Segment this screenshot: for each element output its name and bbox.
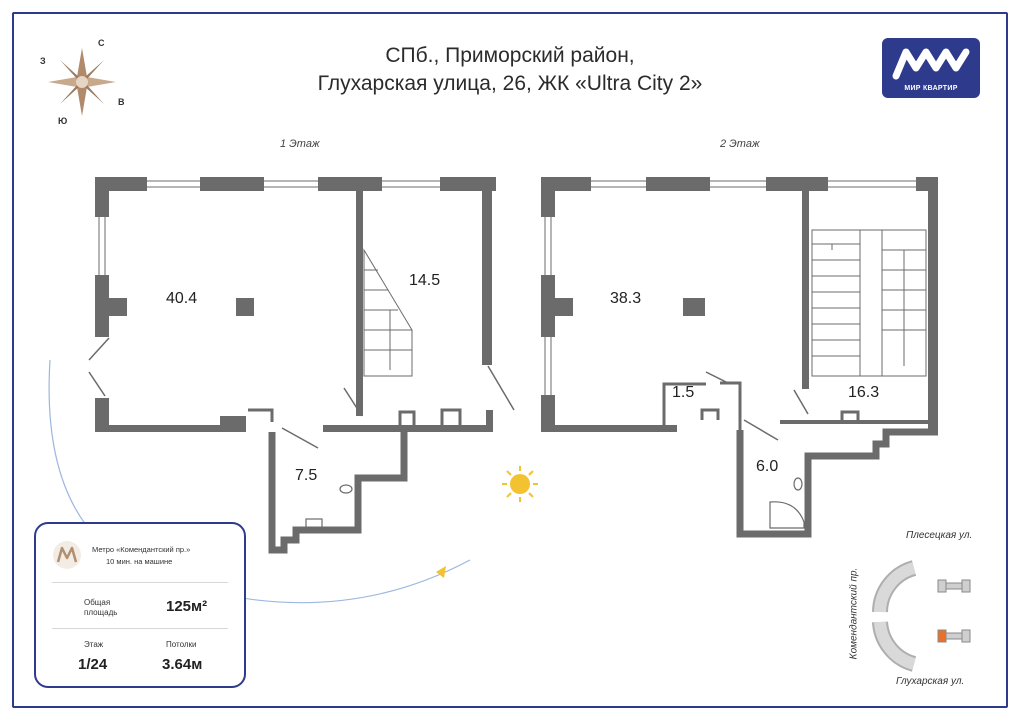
floor-2-plan — [541, 177, 938, 432]
room-area-wc-f2: 1.5 — [672, 384, 695, 401]
floor-1-label: 1 Этаж — [280, 138, 320, 150]
metro-icon — [53, 541, 81, 569]
floor-2-lines — [544, 180, 938, 538]
area-label-line-1: Общая — [84, 598, 111, 607]
building-marker-icon — [937, 629, 947, 643]
floor-1-lines — [88, 180, 515, 554]
divider — [52, 628, 228, 629]
title-line-2: Глухарская улица, 26, ЖК «Ultra City 2» — [317, 72, 703, 95]
room-area-stair-f1: 14.5 — [409, 272, 441, 289]
location-mini-map — [872, 560, 971, 672]
room-area-stair-f2: 16.3 — [848, 384, 880, 401]
area-label: Общая площадь — [84, 598, 117, 618]
ceiling-value: 3.64м — [162, 656, 203, 673]
moon-icon — [39, 328, 56, 362]
compass-rose-icon — [48, 48, 116, 116]
street-top: Плесецкая ул. — [906, 530, 973, 541]
room-area-living-f1: 40.4 — [166, 290, 198, 307]
floor-info-value: 1/24 — [78, 656, 108, 673]
floor-2-label: 2 Этаж — [720, 138, 760, 150]
metro-info: Метро «Комендантский пр.» 10 мин. на маш… — [92, 544, 190, 568]
ceiling-label: Потолки — [166, 640, 197, 649]
compass-east: В — [118, 97, 125, 107]
logo-mark-icon — [892, 48, 970, 80]
room-area-bath-f2: 6.0 — [756, 458, 779, 475]
brand-logo: МИР КВАРТИР — [882, 38, 980, 98]
title-line-1: СПб., Приморский район, — [385, 44, 635, 67]
compass-north: С — [98, 38, 105, 48]
room-area-bath-f1: 7.5 — [295, 467, 318, 484]
divider — [52, 582, 228, 583]
area-value: 125м² — [166, 598, 208, 615]
sun-path-arrow-icon — [436, 566, 446, 578]
page-frame — [12, 12, 1008, 708]
metro-time: 10 мин. на машине — [106, 557, 173, 566]
sun-icon — [502, 466, 538, 502]
room-area-living-f2: 38.3 — [610, 290, 642, 307]
street-bottom: Глухарская ул. — [896, 676, 965, 687]
compass-west: З — [40, 56, 46, 66]
compass-south: Ю — [58, 116, 68, 126]
metro-name: Метро «Комендантский пр.» — [92, 545, 191, 554]
area-label-line-2: площадь — [84, 608, 118, 617]
street-side: Комендантский пр. — [848, 567, 860, 660]
floor-info-label: Этаж — [84, 640, 104, 649]
floor-1-plan — [95, 177, 496, 432]
info-card: Метро «Комендантский пр.» 10 мин. на маш… — [34, 522, 246, 688]
logo-text: МИР КВАРТИР — [904, 85, 958, 92]
page-title: СПб., Приморский район, Глухарская улица… — [300, 42, 720, 98]
